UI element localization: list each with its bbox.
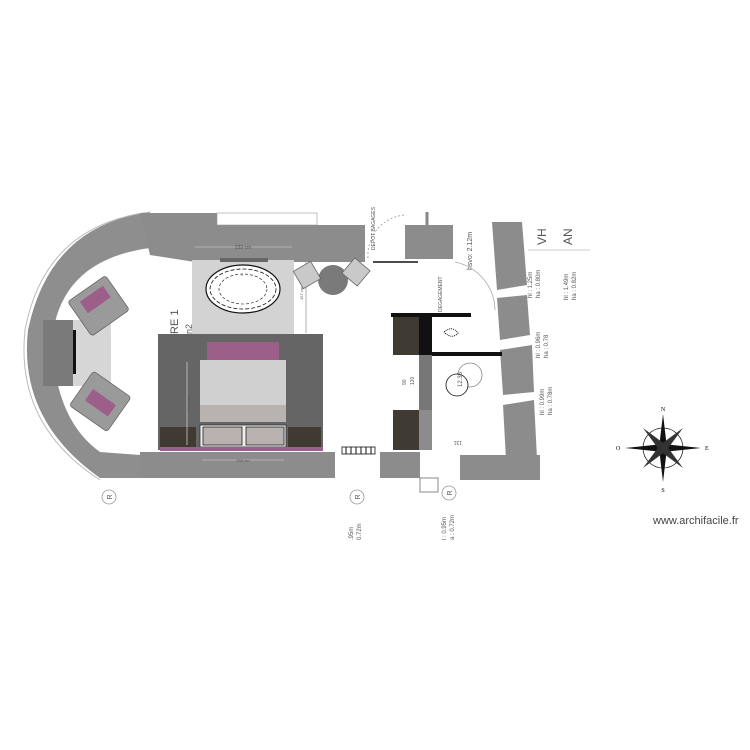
bed-area: 200 cm 200 cm [158,334,323,463]
shower-dim-2: 120 [410,376,416,385]
window-1-ha: ha : 0.82m [572,272,578,300]
watermark[interactable]: www.archifacile.fr [653,515,739,527]
radiator-bottom [341,446,376,455]
right-wall [492,222,538,478]
sink-dim: 131 [453,439,462,445]
svg-text:E: E [705,446,709,452]
radiator-marker-3 [441,485,457,501]
bathtub-depth-dim: 157 cm [299,286,304,300]
window-6-hl: .95m [349,527,355,540]
room-area-label: n2 [184,324,194,334]
svg-text:O: O [616,446,621,452]
window-7-ha: a : 0.72m [450,515,456,540]
window-3-hl: hl : 0.99m [540,389,546,415]
window-0-hl: hl : 1.25m [528,272,534,298]
bed-length-dim: 200 cm [186,396,191,410]
svg-text:R: R [447,490,454,495]
degagement-label: DEGAGEMENT [438,276,444,312]
room-label: RE 1 [169,310,181,334]
shower-area-label: 12.35 [458,371,464,387]
radiator-marker-1 [101,489,117,505]
an-label: AN [561,228,575,245]
armchair-bottom [70,371,131,432]
bottom-wall [140,452,540,493]
radiator-marker-2 [349,489,365,505]
top-wall [140,212,453,262]
svg-text:N: N [661,407,666,413]
window-2-hl: hl : 0.96m [536,332,542,358]
svg-text:R: R [355,494,362,499]
compass-rose-icon: N S E O [616,407,709,494]
bathroom: 12.35 90 120 131 [391,313,502,450]
svg-text:S: S [661,488,664,494]
shower-dim-1: 90 [402,379,408,385]
window-1-hl: hl : 1.49m [564,274,570,300]
armchair-top [68,276,129,336]
vh-label: VH [535,228,549,245]
window-2-ha: ha : 0.78 [544,334,550,358]
svg-text:R: R [107,494,114,499]
table-set [292,257,371,295]
bathtub-width-dim: 233 cm [235,245,251,251]
window-6-ha: 0.72m [357,523,363,540]
bathtub-label: 0 [241,272,244,277]
window-7-hl: l : 0.95m [442,517,448,540]
window-0-ha: ha : 0.80m [536,270,542,298]
window-3-ha: ha : 0.78m [548,387,554,415]
depot-bagages: DEPOT BAGAGES [367,206,418,263]
curved-bay-wall [23,211,151,481]
hsvo-label: hsvo: 2.12m [467,232,474,270]
bathtub-area: 0 233 cm 157 cm [192,245,307,334]
bed-width-dim: 200 cm [236,458,250,463]
depot-bagages-label: DEPOT BAGAGES [371,206,377,250]
